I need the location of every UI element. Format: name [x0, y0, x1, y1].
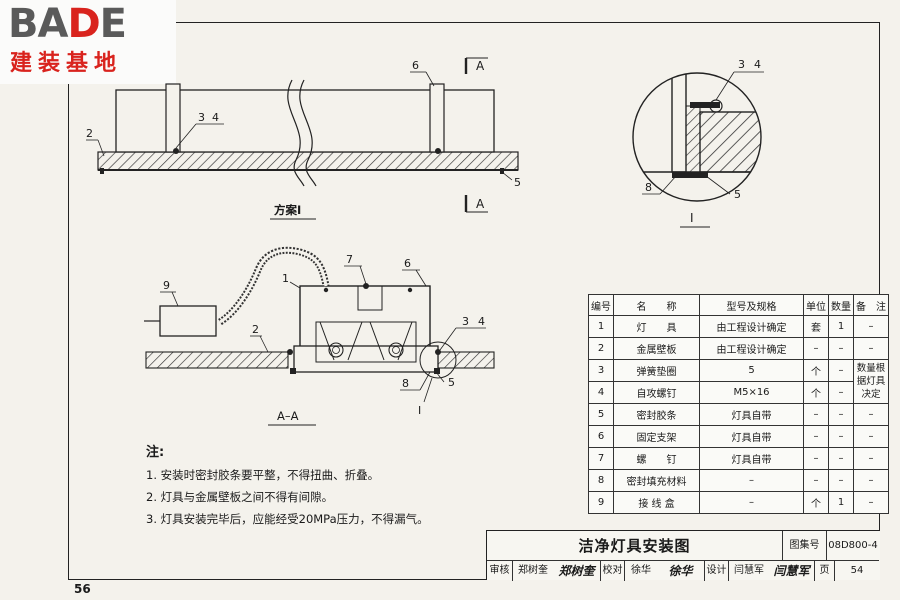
header-cell: 单位: [803, 294, 829, 316]
detail-sealing-strip: [672, 172, 708, 178]
callout-4b: 4: [478, 315, 485, 328]
designer-name: 闫慧军: [734, 565, 764, 576]
header-cell: 名 称: [613, 294, 700, 316]
checker-name: 徐华: [631, 565, 651, 576]
detail-circle-marker: [419, 341, 457, 379]
detail-callout-5: 5: [734, 188, 741, 201]
header-cell: 型号及规格: [699, 294, 804, 316]
detail-circle: [632, 72, 762, 202]
break-line: [299, 79, 317, 187]
callout-3b: 3: [462, 315, 469, 328]
wall-panel-right: [437, 351, 495, 369]
check-label: 校对: [601, 561, 625, 581]
connector-box: [357, 285, 383, 311]
reviewer-signature: 郑树奎: [553, 561, 601, 581]
bracket-left: [165, 83, 181, 153]
atlas-label: 图集号: [783, 531, 827, 561]
note-item: 1. 安装时密封胶条要平整，不得扭曲、折叠。: [146, 468, 380, 482]
table-row: 1 灯 具 由工程设计确定 套 1 –: [588, 315, 889, 338]
atlas-number: 08D800-4: [827, 531, 879, 561]
callout-5: 5: [514, 176, 521, 189]
screw-top: [363, 283, 369, 289]
detail-callout-8: 8: [645, 181, 652, 194]
notes: 注: 1. 安装时密封胶条要平整，不得扭曲、折叠。 2. 灯具与金属壁板之间不得…: [146, 442, 566, 530]
signature-row: 审核 郑树奎 郑树奎 校对 徐华 徐华 设计 闫慧军 闫慧军 页 54: [487, 561, 879, 581]
callout-5b: 5: [448, 376, 455, 389]
detail-screw: [690, 102, 720, 108]
section-label-top: A: [476, 59, 485, 73]
parts-table: 编号 名 称 型号及规格 单位 数量 备 注 1 灯 具 由工程设计确定 套 1…: [588, 294, 889, 514]
table-row: 5 密封胶条 灯具自带 – – –: [588, 403, 889, 426]
note-item: 2. 灯具与金属壁板之间不得有间隙。: [146, 490, 334, 504]
logo-subtitle: 建装基地: [10, 51, 123, 76]
table-row: 9 接 线 盒 – 个 1 –: [588, 491, 889, 514]
callout-1: 1: [282, 272, 289, 285]
plan-view: A A 2 3 4 6 5 方案I: [86, 57, 521, 220]
header-cell: 备 注: [853, 294, 889, 316]
callout-6: 6: [412, 59, 419, 72]
review-label: 审核: [487, 561, 513, 581]
detail-view: 3 4 8 5 I: [632, 58, 764, 228]
screw-right: [435, 148, 441, 154]
wall-panel-left: [145, 351, 289, 369]
checker-signature: 徐华: [657, 561, 705, 581]
section-view-label: A–A: [277, 409, 299, 423]
table-row: 4 自攻螺钉 M5×16 个 –: [588, 381, 889, 404]
page-number: 56: [74, 582, 91, 596]
callout-6b: 6: [404, 257, 411, 270]
callout-2b: 2: [252, 323, 259, 336]
callout-7: 7: [346, 253, 353, 266]
header-cell: 编号: [588, 294, 614, 316]
lamp-tube-left: [328, 342, 344, 358]
detail-label: I: [690, 211, 694, 225]
screw-left: [173, 148, 179, 154]
scheme-label: 方案I: [274, 203, 301, 217]
bracket-right: [429, 83, 445, 153]
break-line: [287, 79, 305, 187]
detail-callout-4: 4: [754, 58, 761, 71]
bade-logo: BADE 建装基地: [0, 0, 176, 84]
section-label-bottom: A: [476, 197, 485, 211]
page-label: 页: [815, 561, 835, 581]
detail-ref-label: I: [418, 404, 421, 417]
callout-2: 2: [86, 127, 93, 140]
junction-box: [159, 305, 217, 337]
parts-header-row: 编号 名 称 型号及规格 单位 数量 备 注: [588, 294, 889, 316]
remark-merged: 数量根据灯具决定: [853, 359, 889, 404]
title-block: 洁净灯具安装图 图集号 08D800-4 审核 郑树奎 郑树奎 校对 徐华 徐华…: [486, 530, 880, 581]
drawing-title: 洁净灯具安装图: [487, 531, 783, 561]
table-row: 3 弹簧垫圈 5 个 – 数量根据灯具决定: [588, 359, 889, 404]
lamp-tube-right: [388, 342, 404, 358]
notes-title: 注:: [146, 445, 165, 460]
callout-4: 4: [212, 111, 219, 124]
callout-3: 3: [198, 111, 205, 124]
callout-9: 9: [163, 279, 170, 292]
sheet-page-number: 54: [850, 565, 864, 576]
header-cell: 数量: [828, 294, 854, 316]
seal-right: [500, 168, 504, 174]
table-row: 6 固定支架 灯具自带 – – –: [588, 425, 889, 448]
table-row: 8 密封填充材料 – – – –: [588, 469, 889, 492]
lamp-frame: [293, 345, 439, 373]
detail-lamp-frame: [671, 73, 687, 173]
seal-left: [100, 168, 104, 174]
note-item: 3. 灯具安装完毕后，应能经受20MPa压力，不得漏气。: [146, 512, 429, 526]
section-view: 9 1 2 7 6 3 4 5 8 I A–A: [144, 246, 495, 426]
logo-brand: BADE: [8, 1, 127, 47]
designer-signature: 闫慧军: [769, 561, 815, 581]
detail-seal: [685, 105, 701, 173]
detail-callout-3: 3: [738, 58, 745, 71]
reflector: [315, 321, 417, 363]
design-label: 设计: [705, 561, 729, 581]
reviewer-name: 郑树奎: [518, 565, 548, 576]
table-row: 2 金属壁板 由工程设计确定 – – –: [588, 337, 889, 360]
callout-8b: 8: [402, 377, 409, 390]
reflector-lines: [319, 321, 413, 361]
table-row: 7 螺 钉 灯具自带 – – –: [588, 447, 889, 470]
detail-wall-panel: [699, 111, 761, 173]
